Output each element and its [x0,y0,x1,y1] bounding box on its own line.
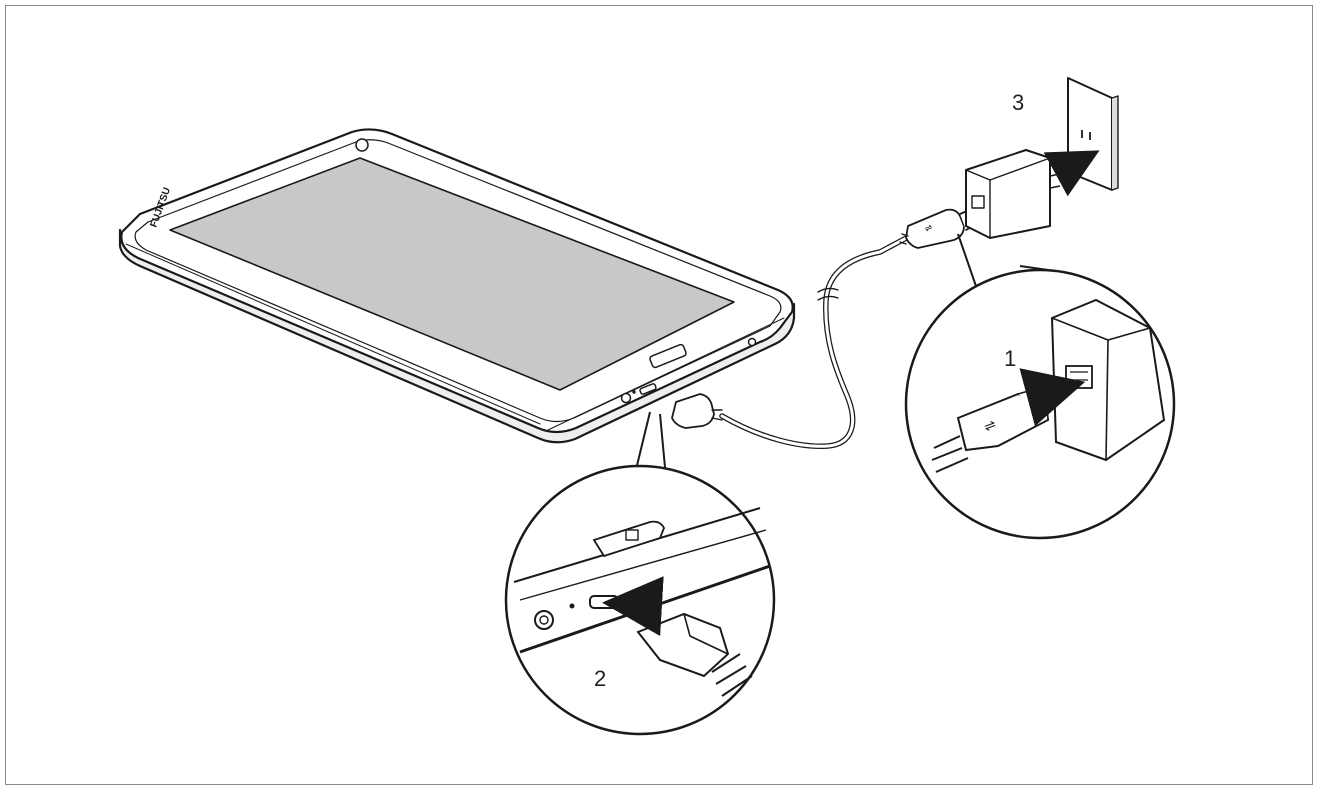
adapter-usb-slot-large [1065,365,1093,389]
front-camera-icon [355,138,369,152]
usb-port-icon [639,383,657,395]
step-2-label: 2 [594,666,607,691]
usb-a-plug [905,208,965,249]
micro-usb-plug [671,393,715,429]
adapter-usb-slot [971,195,985,209]
svg-text:⇌: ⇌ [923,222,934,234]
port-arrow [602,576,664,637]
callout-adapter: ⇌ [904,233,1176,540]
audio-jack-icon [620,392,632,404]
svg-text:⇌: ⇌ [982,416,999,435]
outlet-arrow [1043,150,1100,197]
tablet-device: FUJITSU [118,128,796,444]
adapter-arrow [1019,368,1086,427]
step-3-label: 3 [1012,90,1025,115]
step-1-label: 1 [1004,346,1017,371]
ac-adapter [965,149,1061,239]
tablet-screen [169,157,735,391]
callout-port [504,411,776,736]
home-button-icon [649,343,687,369]
